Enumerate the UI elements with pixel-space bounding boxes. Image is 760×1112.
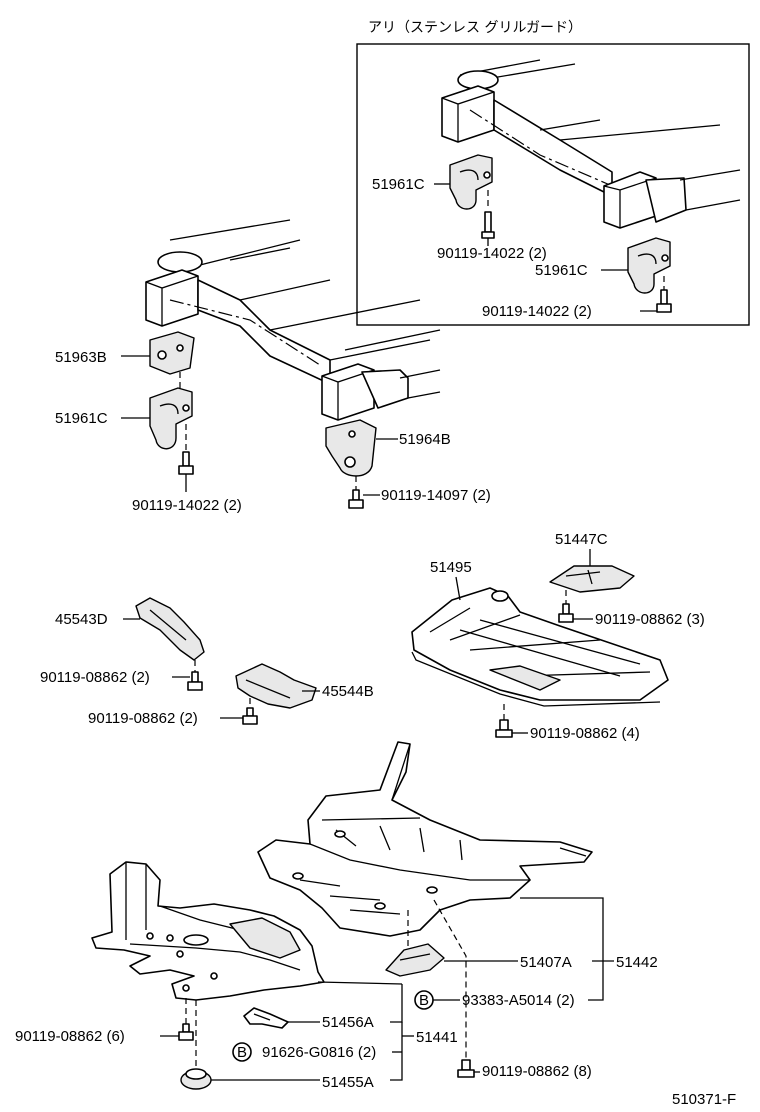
circle-b-2-letter: B (237, 1044, 247, 1061)
label-90119-14022: 90119-14022 (2) (132, 497, 242, 514)
label-90119-14097: 90119-14097 (2) (381, 487, 491, 504)
bolt-head-51495 (495, 729, 513, 738)
dash-skid-2 (433, 899, 467, 1060)
plate-51456a (243, 1007, 289, 1029)
inset-label-51961c-1: 51961C (372, 176, 425, 193)
inset-frame-rail (441, 59, 741, 229)
bolt-head-skid (457, 1069, 475, 1078)
inset-label-bolt-2: 90119-14022 (2) (482, 303, 592, 320)
front-frame-rail (145, 219, 441, 421)
label-51441: 51441 (416, 1029, 458, 1046)
bracket-51442-line (520, 897, 604, 1001)
bracket-51447c (549, 565, 635, 623)
circle-b-2 (232, 1042, 252, 1062)
label-51442: 51442 (616, 954, 658, 971)
inset-tow-hook-2 (627, 237, 672, 313)
label-51964b: 51964B (399, 431, 451, 448)
label-90119-08862-4: 90119-08862 (4) (530, 725, 640, 742)
inset-grille-guard: アリ（ステンレス グリルガード） 51961C (356, 20, 750, 326)
bolt-head-cm (178, 1031, 194, 1041)
label-51447c: 51447C (555, 531, 608, 548)
label-91626: 91626-G0816 (2) (262, 1044, 376, 1061)
label-51963b: 51963B (55, 349, 107, 366)
label-51455a: 51455A (322, 1074, 374, 1091)
leader-51441-top (390, 984, 403, 1023)
under-cover-51495 (411, 587, 669, 707)
cushion-51455a (180, 1068, 212, 1090)
inset-label-bolt-1: 90119-14022 (2) (437, 245, 547, 262)
label-90119-08862-3: 90119-08862 (3) (595, 611, 705, 628)
inset-title: アリ（ステンレス グリルガード） (368, 20, 582, 36)
label-90119-08862-6: 90119-08862 (6) (15, 1028, 125, 1045)
bracket-51407a (385, 943, 445, 977)
label-51495: 51495 (430, 559, 472, 576)
bracket-51441 (390, 1022, 403, 1081)
label-90119-08862-2b: 90119-08862 (2) (88, 710, 198, 727)
diagram-id: 510371-F (672, 1091, 736, 1108)
inset-label-51961c-2: 51961C (535, 262, 588, 279)
label-51456a: 51456A (322, 1014, 374, 1031)
crossmember-51441 (91, 861, 403, 1001)
tow-hook-51961c (149, 387, 194, 492)
bracket-51963b (149, 331, 195, 375)
label-45543d: 45543D (55, 611, 108, 628)
label-51961c: 51961C (55, 410, 108, 427)
bolt-skid (461, 1059, 471, 1071)
inset-tow-hook-1 (449, 154, 495, 246)
label-45544b: 45544B (322, 683, 374, 700)
bracket-45543d (135, 597, 205, 691)
inset-frame (356, 43, 750, 326)
label-90119-08862-2a: 90119-08862 (2) (40, 669, 150, 686)
bolt-cm (182, 1023, 190, 1033)
bracket-51964b (325, 419, 377, 509)
label-93383: 93383-A5014 (2) (462, 992, 575, 1009)
bolt-51495 (499, 719, 509, 731)
bracket-45544b (235, 663, 317, 725)
leader-51495 (455, 576, 461, 601)
label-90119-08862-8: 90119-08862 (8) (482, 1063, 592, 1080)
skid-plate-51442 (257, 741, 593, 937)
circle-b-1-letter: B (419, 992, 429, 1009)
label-51407a: 51407A (520, 954, 572, 971)
